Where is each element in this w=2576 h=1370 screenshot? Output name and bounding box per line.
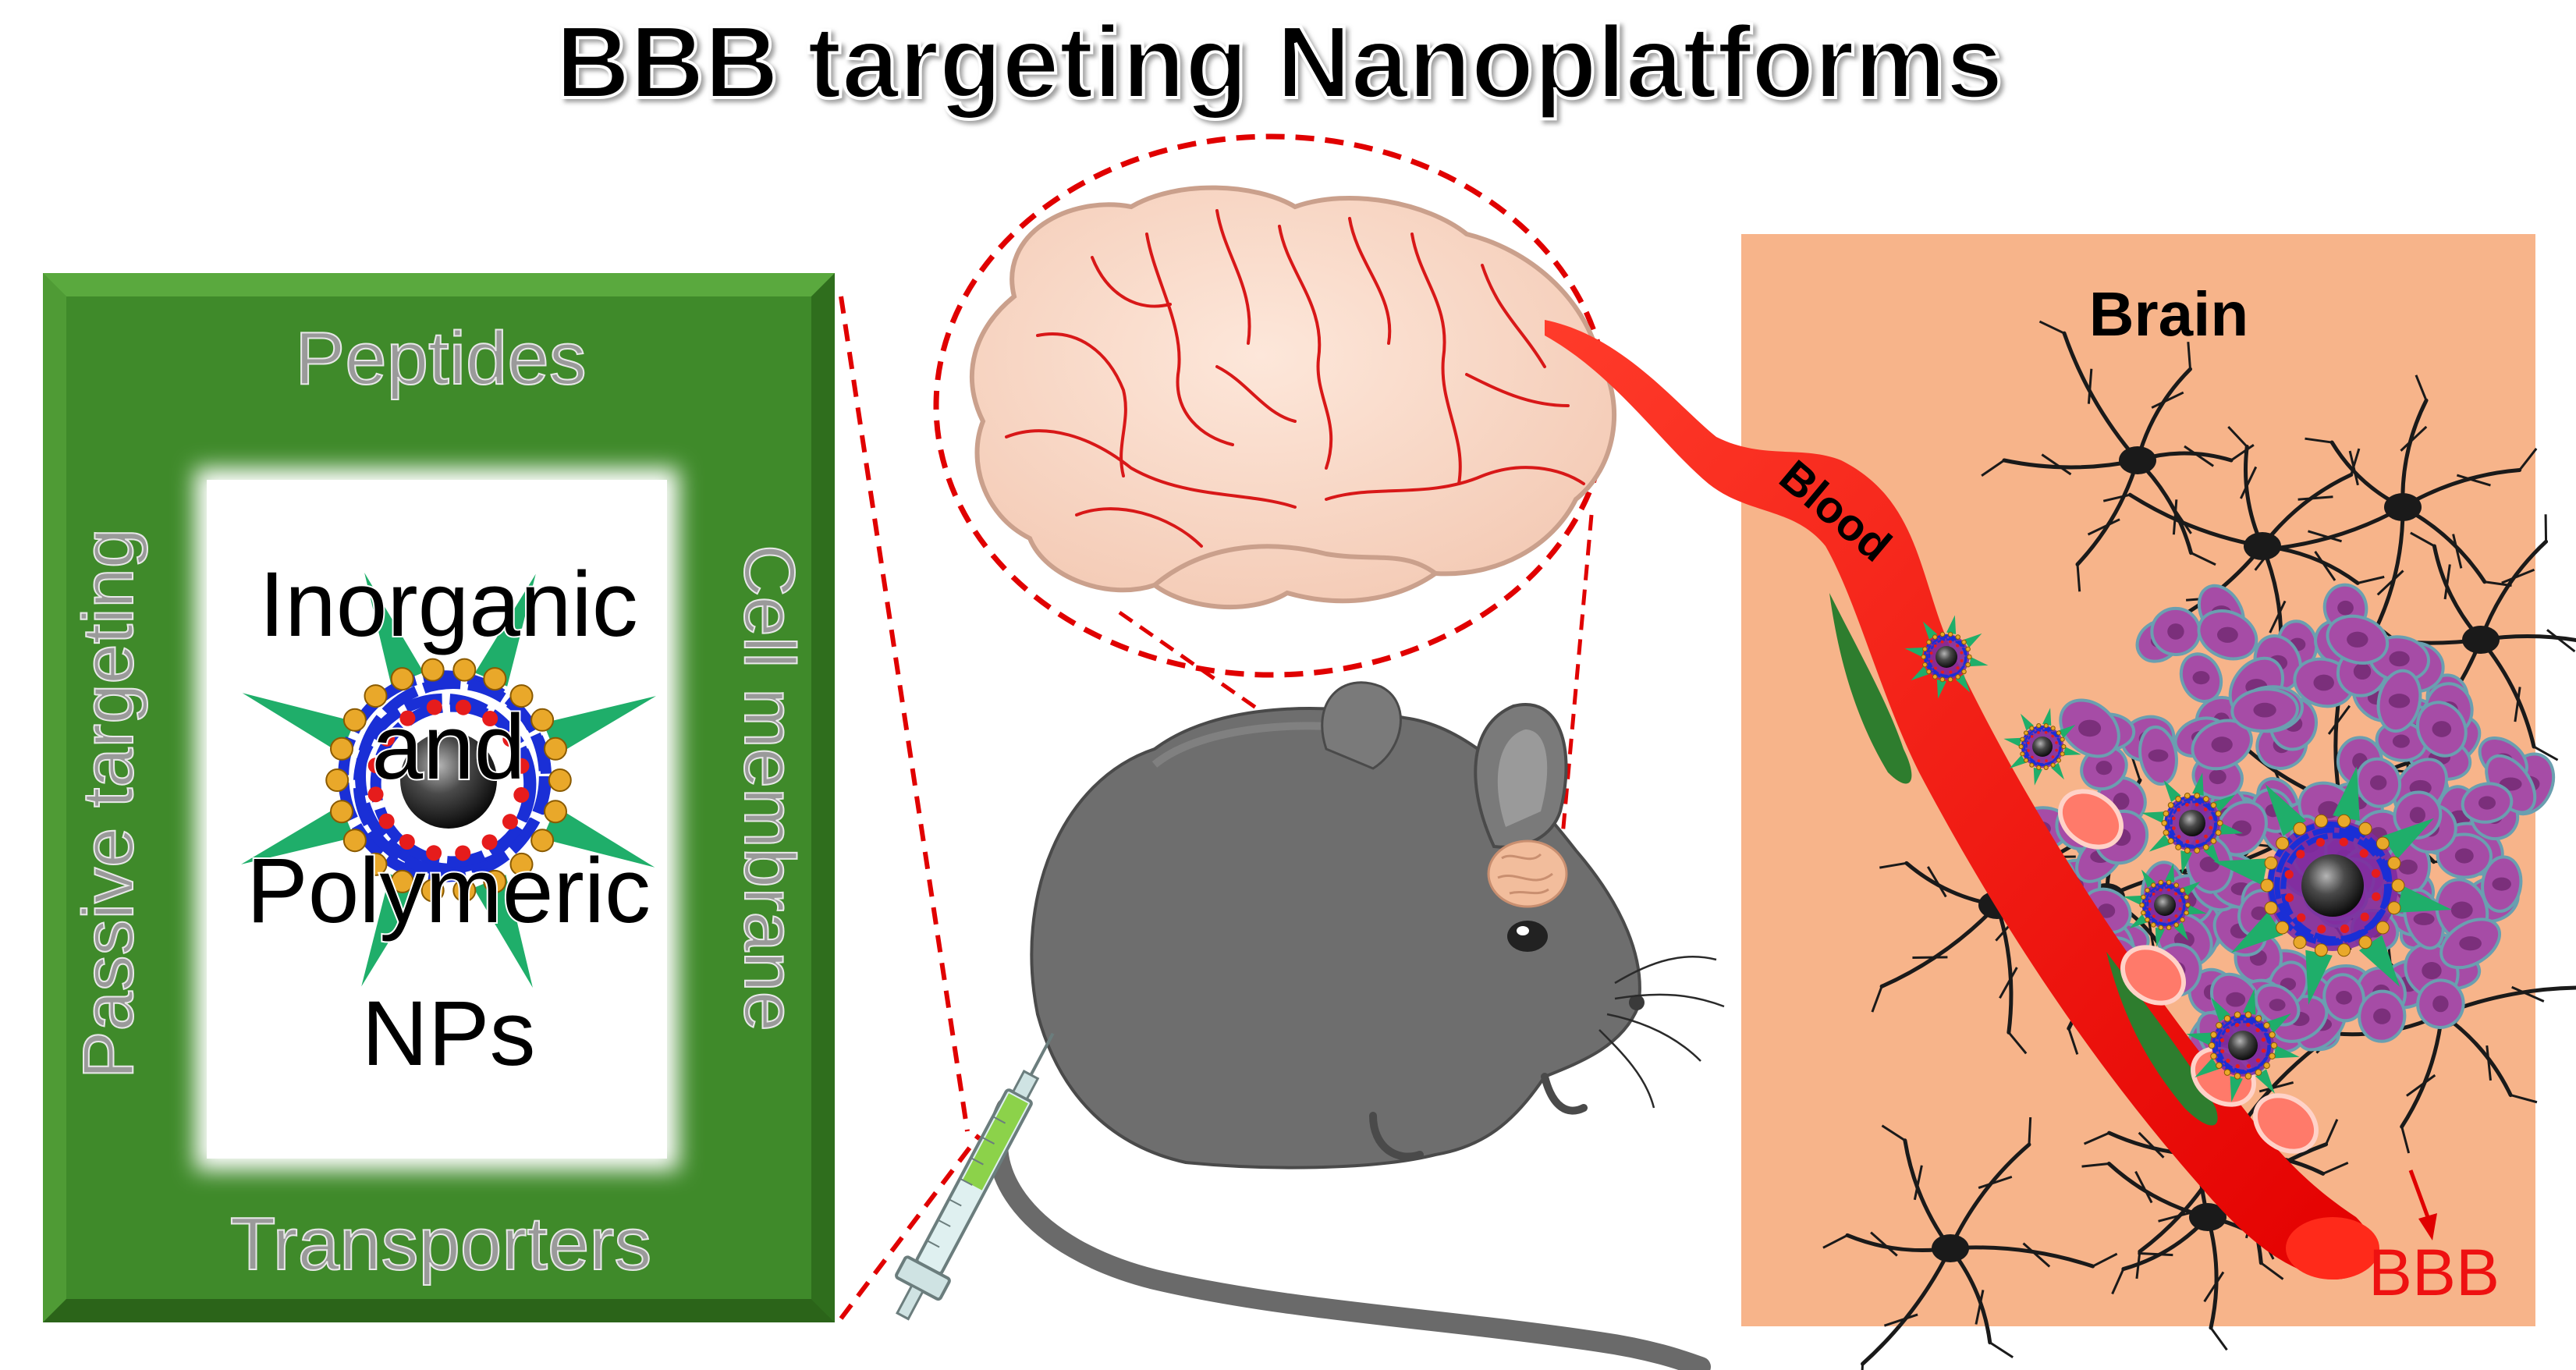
red-blood-cell-icon bbox=[2058, 789, 2124, 850]
label-brain: Brain bbox=[2089, 279, 2249, 349]
mouse-brain-icon bbox=[1487, 839, 1568, 908]
center-line-nps: NPs bbox=[362, 982, 536, 1085]
red-blood-cell-icon bbox=[2253, 1093, 2319, 1154]
glial-cell-icon bbox=[1981, 320, 2255, 592]
label-cell-membrane: Cell membrane bbox=[729, 545, 809, 1031]
nanoparticle-icon bbox=[2123, 863, 2207, 947]
nanoparticle-icon bbox=[1904, 615, 1989, 699]
center-line-and: and bbox=[372, 696, 526, 799]
syringe-icon bbox=[895, 1032, 1055, 1321]
bbb-arrow bbox=[2408, 1169, 2437, 1240]
brain-icon bbox=[970, 185, 1616, 610]
nanoparticle-icon bbox=[2003, 708, 2081, 786]
label-bbb: BBB bbox=[2368, 1236, 2500, 1309]
nanoparticle-icon bbox=[2213, 766, 2452, 1005]
label-passive-targeting: Passive targeting bbox=[69, 528, 148, 1079]
glial-cell-icon bbox=[2254, 374, 2538, 655]
mouse-icon bbox=[988, 681, 1725, 1370]
glial-cell-icon bbox=[1822, 1116, 2118, 1370]
nanoplatform-panel: Peptides Transporters Passive targeting … bbox=[43, 273, 835, 1322]
diagram-title: BBB targeting Nanoplatforms bbox=[555, 5, 2003, 119]
nanoparticle-icon bbox=[2141, 772, 2243, 874]
red-blood-cell-icon bbox=[2120, 945, 2186, 1006]
brain-zoom bbox=[933, 133, 1616, 678]
label-transporters: Transporters bbox=[230, 1202, 652, 1286]
center-line-inorganic: Inorganic bbox=[259, 553, 637, 656]
zoom-lines-panel bbox=[839, 296, 981, 1320]
brain-tissue-panel bbox=[1741, 234, 2576, 1370]
nanoparticle-icon bbox=[241, 573, 656, 988]
center-line-polymeric: Polymeric bbox=[247, 839, 651, 942]
blood-vessel bbox=[1545, 320, 2452, 1279]
nanoparticle-icon bbox=[2186, 988, 2300, 1102]
label-peptides: Peptides bbox=[295, 317, 587, 400]
vessel-nanoparticles bbox=[1904, 615, 2452, 1102]
